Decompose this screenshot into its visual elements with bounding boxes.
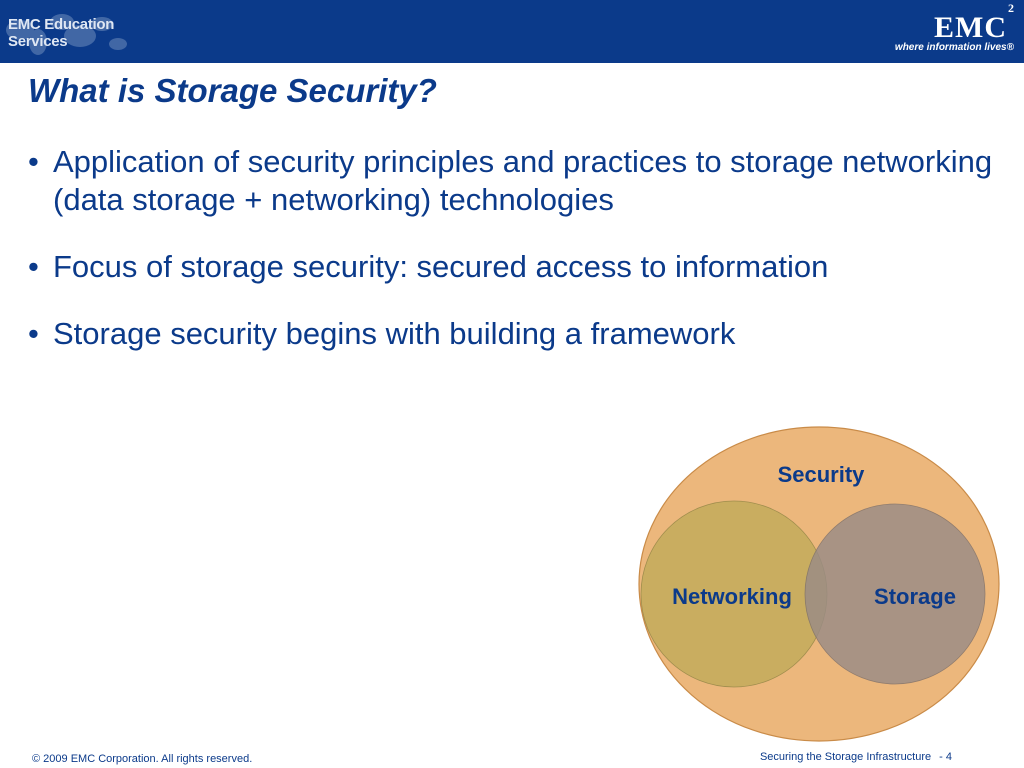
security-venn-diagram: Security Networking Storage — [638, 426, 1000, 742]
bullet-text: Storage security begins with building a … — [53, 316, 736, 351]
emc-brand-text: EMC — [934, 11, 1007, 44]
emc-tagline: where information lives® — [894, 42, 1014, 53]
registered-mark: ® — [1006, 42, 1014, 53]
emc-tagline-text: where information lives — [894, 42, 1007, 53]
emc-education-logo: EMC Education Services — [0, 0, 150, 63]
bullet-text: Focus of storage security: secured acces… — [53, 249, 829, 284]
course-name: Securing the Storage Infrastructure — [759, 751, 932, 763]
copyright-footer: © 2009 EMC Corporation. All rights reser… — [32, 753, 253, 765]
world-map-icon — [6, 14, 127, 55]
emc-brand-mark: EMC2 — [934, 1, 1014, 44]
course-footer: Securing the Storage Infrastructure - 4 — [760, 751, 952, 763]
bullet-item: • Storage security begins with building … — [28, 315, 1008, 353]
networking-label: Networking — [672, 584, 792, 609]
storage-circle — [804, 503, 986, 685]
education-services-text: EMC Education Services — [8, 16, 115, 50]
storage-label: Storage — [874, 584, 956, 609]
emc-superscript: 2 — [1008, 1, 1015, 15]
page-number: - 4 — [939, 751, 952, 763]
bullet-glyph: • — [28, 144, 39, 179]
bullet-item: • Focus of storage security: secured acc… — [28, 248, 1008, 286]
security-label: Security — [778, 462, 866, 487]
bullet-item: • Application of security principles and… — [28, 143, 1008, 219]
bullet-glyph: • — [28, 316, 39, 351]
bullet-glyph: • — [28, 249, 39, 284]
header-bar: EMC Education Services EMC2 where inform… — [0, 0, 1024, 63]
bullet-list: • Application of security principles and… — [28, 143, 1008, 382]
bullet-text: Application of security principles and p… — [53, 144, 993, 217]
emc-logo: EMC2 where information lives® — [894, 1, 1014, 58]
slide-title: What is Storage Security? — [28, 72, 437, 109]
